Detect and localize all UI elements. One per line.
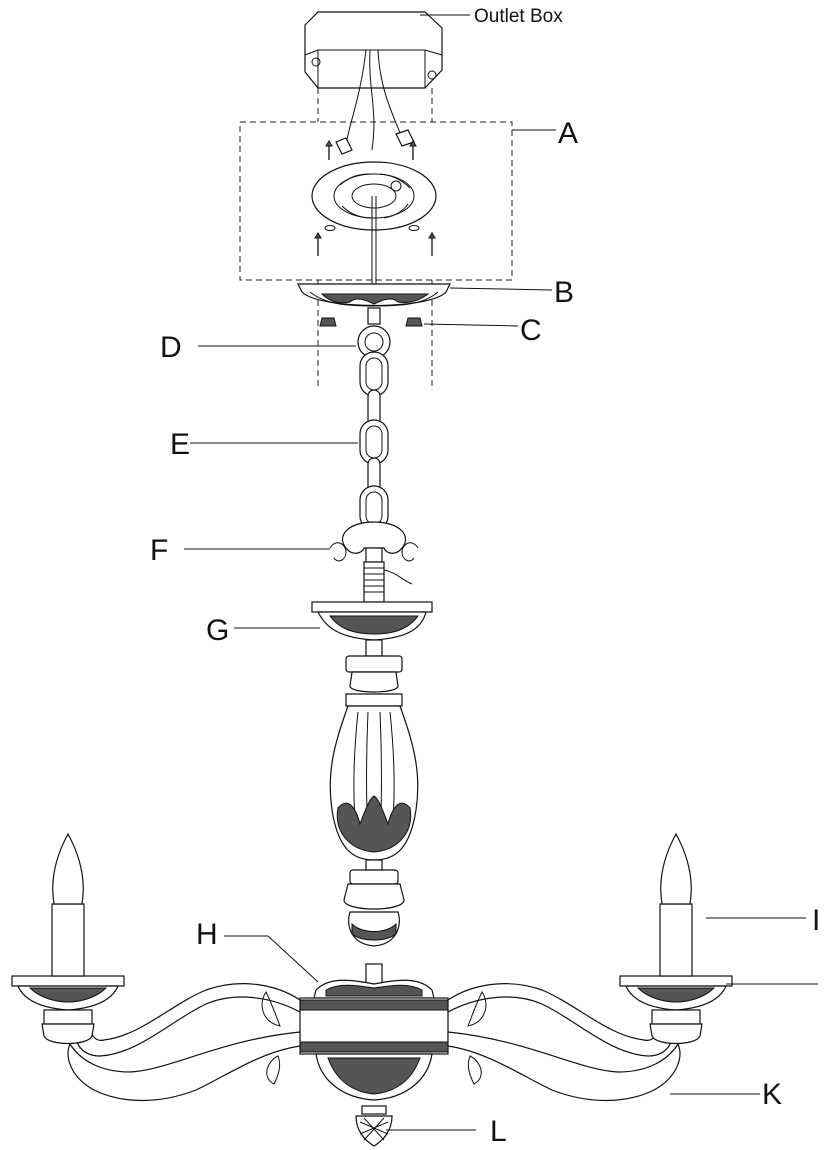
canopy <box>297 283 553 307</box>
threaded-rod <box>363 561 413 603</box>
label-outlet-box: Outlet Box <box>474 6 563 27</box>
label-d: D <box>160 331 182 364</box>
label-b: B <box>554 276 574 309</box>
right-arm <box>447 832 818 1102</box>
label-g: G <box>206 614 229 647</box>
chandelier-body <box>224 935 449 1101</box>
label-l: L <box>490 1115 507 1148</box>
label-k: K <box>762 1078 782 1111</box>
left-arm <box>11 832 301 1102</box>
label-i: I <box>812 904 820 937</box>
hook <box>184 521 419 563</box>
decorative-cup <box>234 601 433 641</box>
label-a: A <box>558 117 578 150</box>
label-f: F <box>150 534 168 567</box>
label-h: H <box>196 918 218 951</box>
chain <box>190 351 389 531</box>
guide-lines <box>317 88 433 390</box>
outlet-box <box>304 11 470 89</box>
finial <box>355 1105 476 1147</box>
mounting-bracket-box <box>239 49 556 284</box>
stem-column <box>329 639 419 947</box>
loop <box>198 307 391 359</box>
label-c: C <box>520 314 542 347</box>
label-e: E <box>170 428 190 461</box>
canopy-nuts <box>319 317 519 327</box>
